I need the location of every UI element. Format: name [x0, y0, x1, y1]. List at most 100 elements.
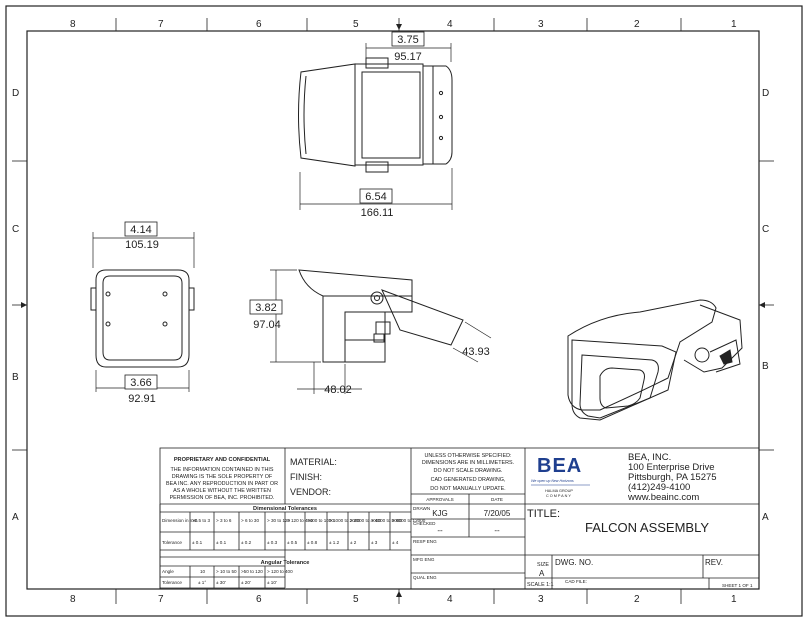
drawn-label: DRAWN [413, 506, 430, 511]
zone-col-label: 5 [353, 19, 359, 30]
dim-tol-value: ± 0.1 [216, 540, 227, 545]
dim-tol-value: ± 1.2 [329, 540, 340, 545]
dimension-inch-label: 3.66 [130, 377, 151, 389]
dimension-inch-label: 6.54 [365, 191, 386, 203]
zone-row-label: C [762, 224, 769, 235]
zone-col-label: 5 [353, 594, 359, 605]
cad-file-label: CAD FILE: [565, 579, 587, 584]
dim-tol-header: > 2000 to 4000 [350, 518, 381, 523]
dimension-box [249, 299, 283, 315]
finish-label: FINISH: [290, 472, 322, 482]
drawing-note: CAD GENERATED DRAWING, [431, 477, 506, 483]
outer-border [5, 5, 803, 617]
dimension-box [391, 31, 425, 47]
dim-tol-value: ± 0.3 [267, 540, 278, 545]
center-marker-icon [21, 302, 27, 308]
company-website: www.beainc.com [627, 492, 699, 503]
dim-tol-header: > 120 to 400 [287, 518, 313, 523]
zone-col-label: 7 [158, 19, 164, 30]
drawing-title: FALCON ASSEMBLY [585, 520, 709, 535]
zone-row-label: A [762, 512, 769, 523]
dim-tol-row-label: Dimension in mm [162, 518, 198, 523]
dimension-inch-label: 4.14 [130, 224, 151, 236]
dim-tol-value: ± 0.2 [241, 540, 252, 545]
size-value: A [539, 569, 545, 578]
ang-tol-row-label: Angle [162, 569, 174, 574]
dim-tol-value: ± 4 [392, 540, 399, 545]
zone-col-label: 4 [447, 594, 453, 605]
dimension-mm-label: 43.93 [462, 346, 490, 358]
ang-tol-value: ± 30' [216, 580, 226, 585]
zone-col-label: 8 [70, 19, 76, 30]
ang-tol-value: ± 1° [198, 580, 206, 585]
proprietary-line: THE INFORMATION CONTAINED IN THIS [170, 467, 273, 473]
size-label: SIZE [537, 562, 549, 568]
zone-ticks [12, 18, 774, 604]
proprietary-line: DRAWING IS THE SOLE PROPERTY OF [172, 474, 273, 480]
drawn-date-value: 7/20/05 [484, 509, 511, 518]
dim-tol-value: ± 3 [371, 540, 378, 545]
ang-tol-header: 10 [200, 569, 206, 574]
ang-tol-header: >50 to 120 [241, 569, 263, 574]
drawing-note: DO NOT SCALE DRAWING. [434, 468, 503, 474]
checked-label: CHECKED [413, 521, 436, 526]
dim-tol-header: > 4000 to 8000 [371, 518, 402, 523]
drawn-by-value: KJG [432, 509, 448, 518]
bea-logo-tagline: We open up New Horizons [531, 479, 574, 483]
center-marker-icon [396, 24, 402, 30]
dimension-box [124, 221, 158, 237]
drawing-note: UNLESS OTHERWISE SPECIFIED: [424, 453, 511, 459]
zone-row-label: D [762, 88, 769, 99]
drawing-note: DIMENSIONS ARE IN MILLIMETERS. [422, 460, 514, 466]
dimension-mm-label: 48.02 [324, 384, 352, 396]
proprietary-line: PERMISSION OF BEA, INC. PROHIBITED. [170, 495, 275, 501]
zone-col-label: 3 [538, 594, 544, 605]
side-view [298, 269, 464, 363]
approvals-label: APPROVALS [426, 497, 454, 502]
dim-tol-value: ± 2 [350, 540, 357, 545]
dim-tol-values: ± 0.1 ± 0.1 ± 0.2 ± 0.3 ± 0.5 ± 0.8 ± 1.… [192, 540, 399, 545]
qual-eng-label: QUAL ENG [413, 575, 437, 580]
drawing-note: DO NOT MANUALLY UPDATE. [430, 486, 505, 492]
halma-group-text: HALMA GROUP [545, 489, 573, 493]
dimension-mm-label: 105.19 [125, 239, 159, 251]
dim-tol-headers: >0.5 to 3 > 3 to 6 > 6 to 30 > 30 to 120… [192, 518, 426, 523]
zone-col-label: 1 [731, 594, 737, 605]
title-label: TITLE: [527, 508, 560, 520]
bea-logo: BEA We open up New Horizons HALMA GROUP … [531, 455, 590, 498]
ang-tol-header: > 120 to 400 [267, 569, 293, 574]
scale-label: SCALE 1:1 [527, 582, 554, 588]
zone-col-label: 6 [256, 594, 262, 605]
date-label: DATE [491, 497, 503, 502]
zone-col-label: 8 [70, 594, 76, 605]
checked-date-value: -- [494, 526, 500, 535]
front-view-dimension-lines [92, 232, 195, 392]
material-label: MATERIAL: [290, 457, 337, 467]
dim-tol-header: > 6 to 30 [241, 518, 259, 523]
top-view [298, 57, 453, 173]
top-view-dimension-lines [299, 43, 453, 210]
dim-tol-row-label: Tolerance [162, 540, 182, 545]
ang-tol-value: ± 10' [267, 580, 277, 585]
zone-col-label: 2 [634, 594, 640, 605]
dimension-inch-label: 3.75 [397, 34, 418, 46]
mfg-eng-label: MFG ENG [413, 557, 435, 562]
bea-logo-text: BEA [537, 455, 582, 477]
dim-tol-title: Dimensional Tolerances [253, 506, 317, 512]
resp-eng-label: RESP ENG [413, 539, 437, 544]
dim-tol-header: > 3 to 6 [216, 518, 232, 523]
zone-row-label: B [12, 372, 19, 383]
proprietary-line: AS A WHOLE WITHOUT THE WRITTEN [173, 488, 271, 494]
company-name: BEA, INC. [628, 452, 671, 463]
proprietary-line: BEA INC. ANY REPRODUCTION IN PART OR [166, 481, 278, 487]
dim-tol-header: > 8000 to 12000 [392, 518, 426, 523]
ang-tol-title: Angular Tolerance [261, 560, 310, 566]
ang-tol-header: > 10 to 50 [216, 569, 237, 574]
side-view-dimension-lines [270, 269, 492, 394]
sheet-label: SHEET 1 OF 1 [722, 583, 753, 588]
zone-row-label: A [12, 512, 19, 523]
ang-tol-value: ± 20' [241, 580, 251, 585]
zone-col-label: 7 [158, 594, 164, 605]
ang-tol-row-label: Tolerance [162, 580, 182, 585]
